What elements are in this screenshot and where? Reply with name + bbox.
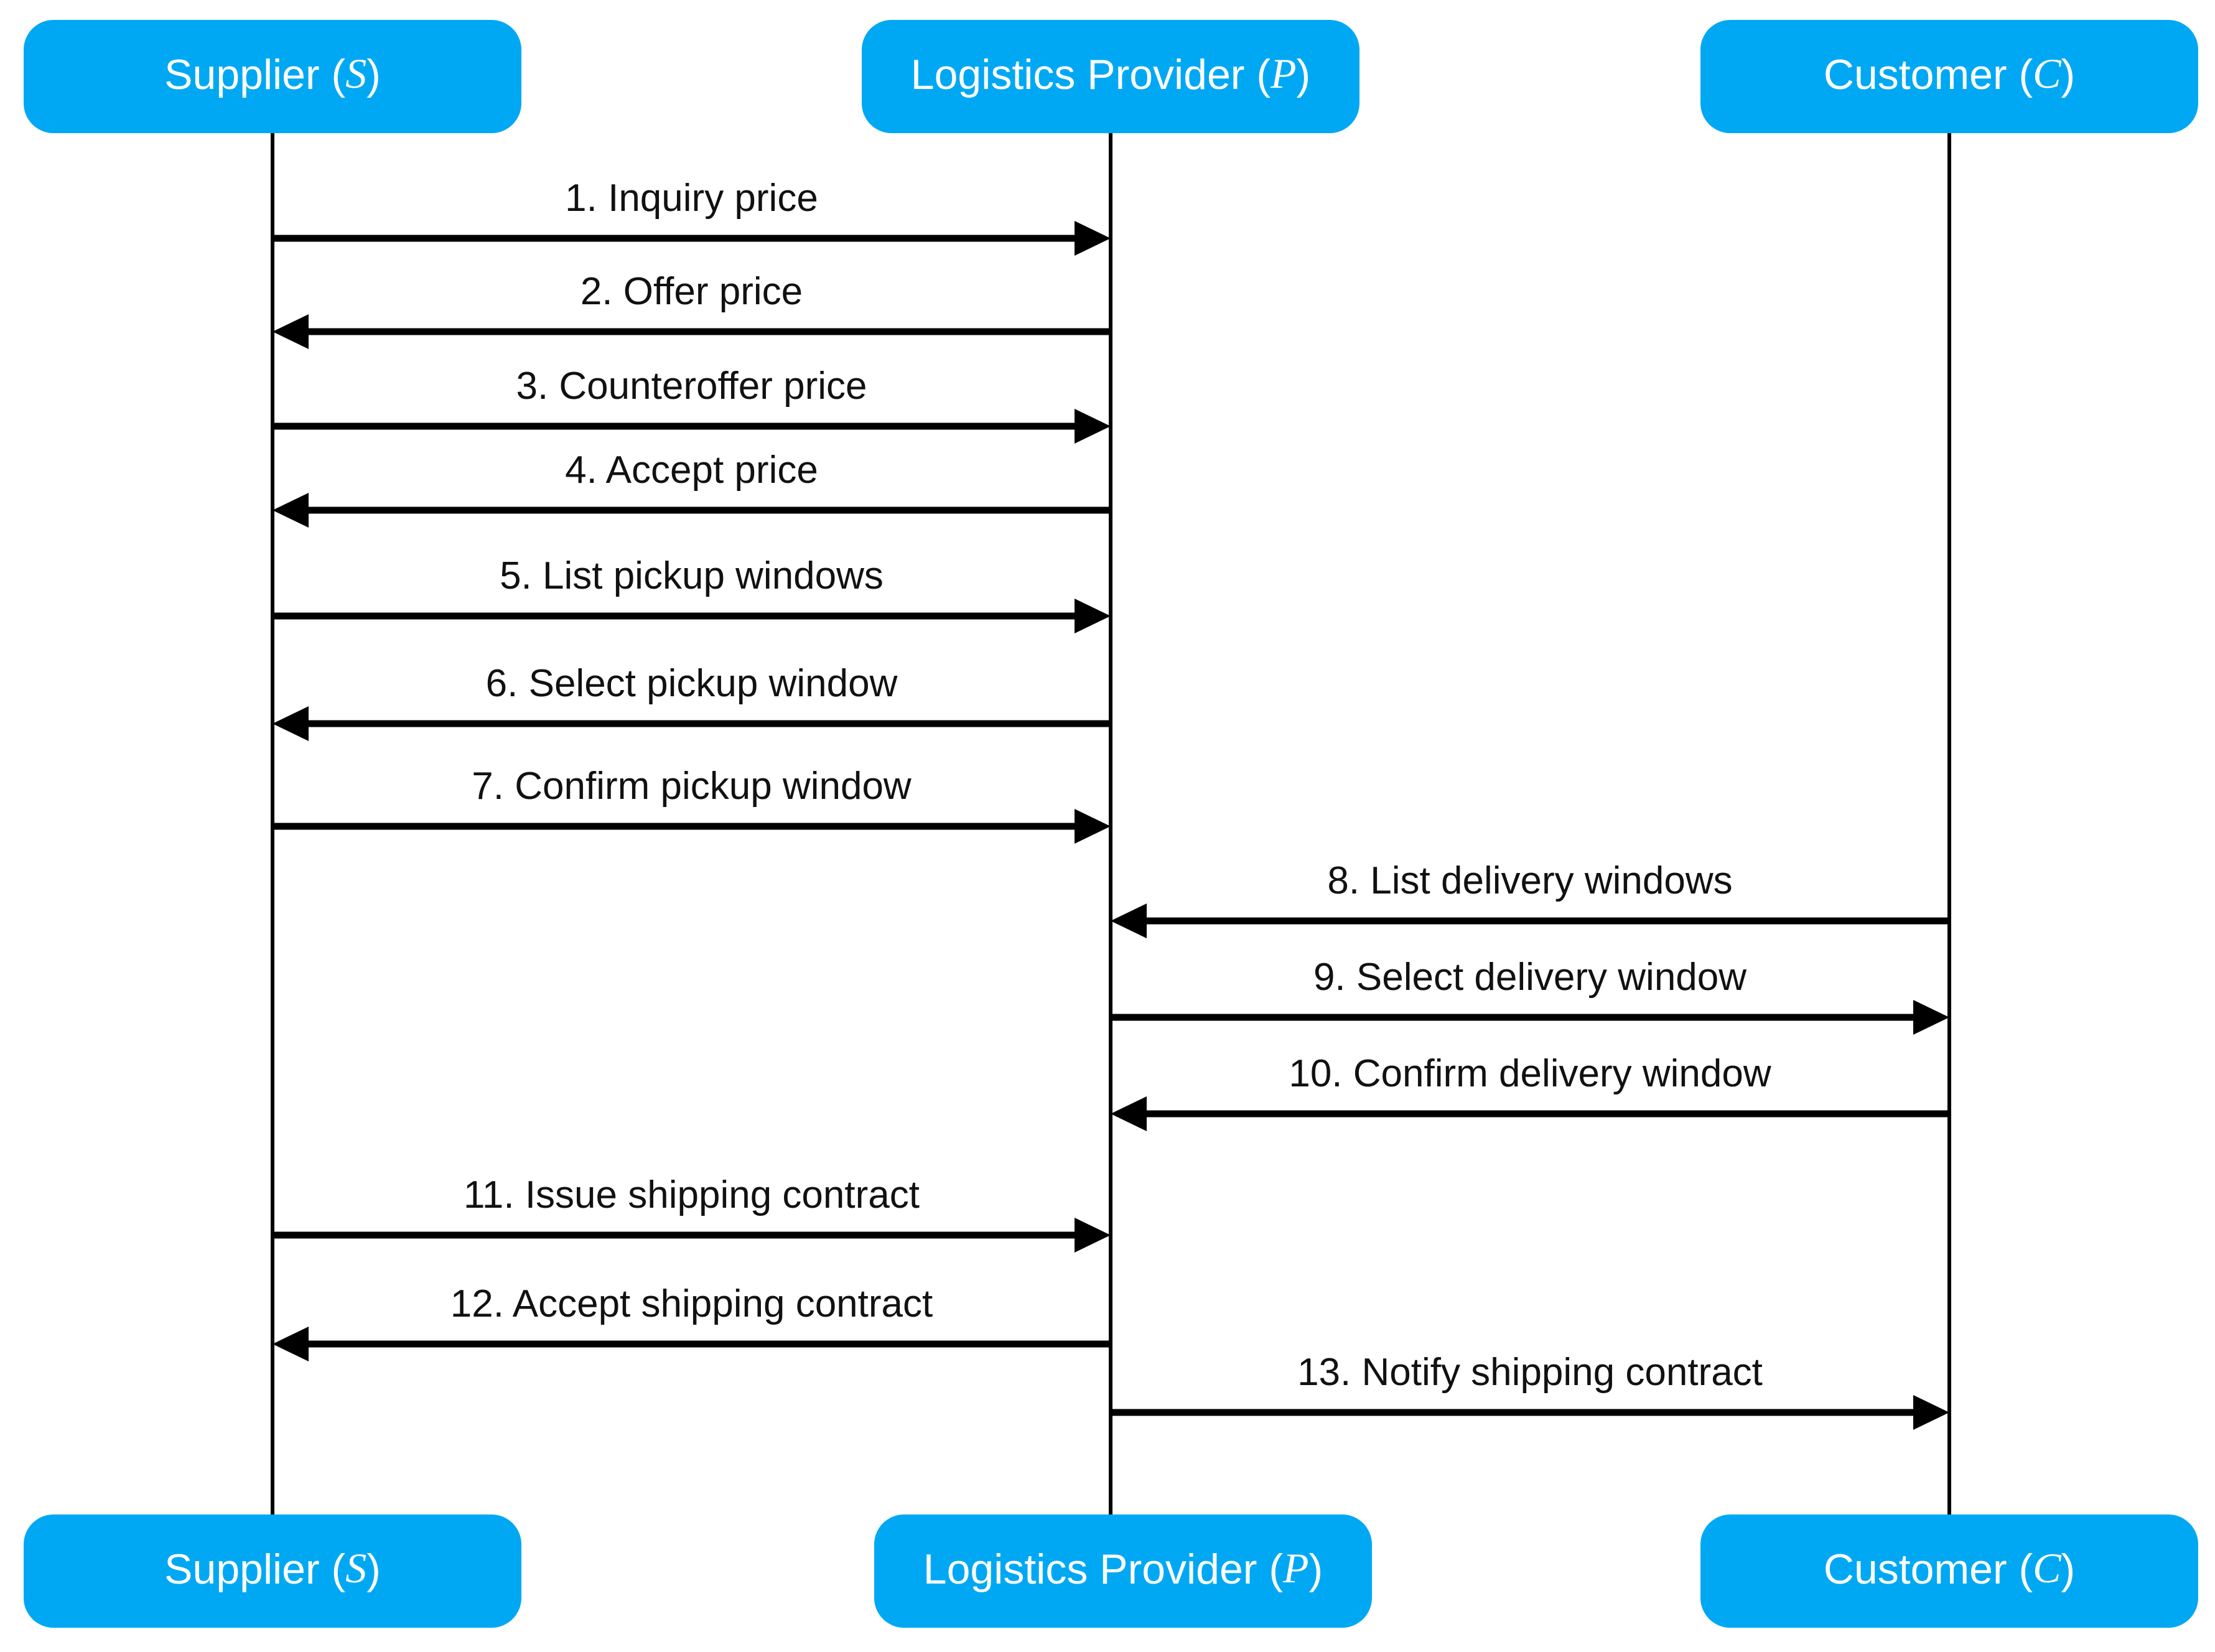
- participant-box: [874, 1514, 1372, 1628]
- participant-name: Logistics Provider: [923, 1546, 1257, 1593]
- participant-box: [862, 20, 1359, 133]
- participant-logistics-provider-top: Logistics Provider (P): [862, 20, 1359, 133]
- arrowhead-icon: [1913, 1395, 1949, 1430]
- message-label: 6. Select pickup window: [486, 662, 898, 705]
- message-label: 10. Confirm delivery window: [1289, 1052, 1771, 1095]
- participant-name: Supplier: [164, 1546, 320, 1593]
- arrowhead-icon: [273, 1327, 309, 1361]
- participant-name: Logistics Provider: [911, 51, 1245, 98]
- participant-symbol: S: [345, 1544, 366, 1592]
- arrowhead-icon: [273, 706, 309, 741]
- message-label: 8. List delivery windows: [1327, 859, 1732, 902]
- participant-box: [1700, 20, 2198, 133]
- message-9: 9. Select delivery window: [1111, 956, 1949, 1035]
- arrowhead-icon: [1111, 903, 1147, 938]
- message-4: 4. Accept price: [273, 449, 1111, 528]
- participant-box: [24, 20, 521, 133]
- message-2: 2. Offer price: [273, 270, 1111, 349]
- arrowhead-icon: [273, 493, 309, 528]
- message-label: 3. Counteroffer price: [516, 365, 867, 408]
- participant-label: Customer (C): [1824, 1544, 2075, 1593]
- message-5: 5. List pickup windows: [273, 554, 1111, 633]
- participant-label: Logistics Provider (P): [911, 50, 1310, 98]
- arrowhead-icon: [1075, 221, 1111, 256]
- message-label: 5. List pickup windows: [500, 554, 884, 597]
- message-8: 8. List delivery windows: [1111, 859, 1949, 938]
- arrowhead-icon: [1075, 409, 1111, 444]
- message-6: 6. Select pickup window: [273, 662, 1111, 741]
- participant-label: Logistics Provider (P): [923, 1544, 1323, 1593]
- participant-label: Supplier (S): [164, 50, 381, 98]
- arrowhead-icon: [1913, 1000, 1949, 1035]
- message-10: 10. Confirm delivery window: [1111, 1052, 1949, 1131]
- participant-box: [1700, 1514, 2198, 1628]
- participant-box: [24, 1514, 521, 1628]
- message-label: 13. Notify shipping contract: [1297, 1351, 1763, 1394]
- message-label: 7. Confirm pickup window: [472, 765, 912, 808]
- participant-logistics-provider-bottom: Logistics Provider (P): [874, 1514, 1372, 1628]
- messages: 1. Inquiry price 2. Offer price 3. Counter…: [273, 177, 1949, 1430]
- message-label: 1. Inquiry price: [565, 177, 818, 220]
- arrowhead-icon: [1075, 599, 1111, 633]
- participant-name: Supplier: [164, 51, 320, 98]
- participant-label: Supplier (S): [164, 1544, 381, 1593]
- arrowhead-icon: [1075, 1218, 1111, 1253]
- participant-symbol: P: [1270, 50, 1297, 97]
- participant-label: Customer (C): [1824, 50, 2075, 98]
- participant-supplier-top: Supplier (S): [24, 20, 521, 133]
- message-3: 3. Counteroffer price: [273, 365, 1111, 444]
- participant-boxes: Supplier (S) Supplier (S) Logistics Provid…: [24, 20, 2198, 1628]
- participant-name: Customer: [1824, 1546, 2007, 1593]
- message-label: 11. Issue shipping contract: [464, 1174, 920, 1216]
- message-13: 13. Notify shipping contract: [1111, 1351, 1949, 1430]
- message-11: 11. Issue shipping contract: [273, 1174, 1111, 1253]
- participant-name: Customer: [1824, 51, 2007, 98]
- arrowhead-icon: [1075, 809, 1111, 844]
- message-7: 7. Confirm pickup window: [273, 765, 1111, 844]
- message-label: 4. Accept price: [565, 449, 818, 492]
- participant-symbol: C: [2033, 50, 2061, 97]
- participant-customer-top: Customer (C): [1700, 20, 2198, 133]
- message-1: 1. Inquiry price: [273, 177, 1111, 256]
- participant-symbol: C: [2033, 1544, 2061, 1592]
- participant-customer-bottom: Customer (C): [1700, 1514, 2198, 1628]
- participant-supplier-bottom: Supplier (S): [24, 1514, 521, 1628]
- arrowhead-icon: [273, 314, 309, 349]
- message-label: 2. Offer price: [581, 270, 803, 313]
- arrowhead-icon: [1111, 1096, 1147, 1131]
- message-label: 9. Select delivery window: [1313, 956, 1746, 999]
- participant-symbol: P: [1282, 1544, 1309, 1592]
- participant-symbol: S: [345, 50, 366, 97]
- message-12: 12. Accept shipping contract: [273, 1282, 1111, 1361]
- message-label: 12. Accept shipping contract: [450, 1282, 933, 1325]
